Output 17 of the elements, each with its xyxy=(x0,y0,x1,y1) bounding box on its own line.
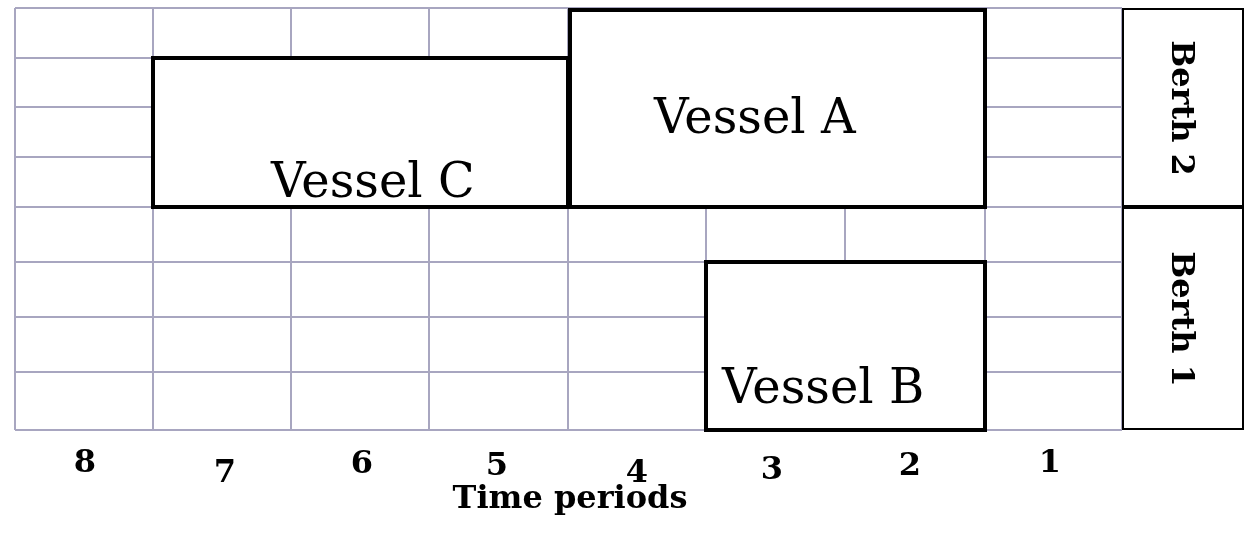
vessel-box xyxy=(151,56,570,209)
vessel-label: Vessel B xyxy=(722,360,925,413)
time-period-number: 1 xyxy=(1038,442,1062,480)
vessel-label: Vessel C xyxy=(271,154,475,207)
berth-box xyxy=(1122,8,1244,207)
vessel-label: Vessel A xyxy=(654,90,856,143)
time-period-number: 7 xyxy=(213,452,237,490)
time-period-number: 5 xyxy=(485,445,509,483)
berth-label: Berth 2 xyxy=(1164,39,1202,176)
berth-box xyxy=(1122,207,1244,430)
time-period-number: 3 xyxy=(760,449,784,487)
time-period-number: 8 xyxy=(73,442,97,480)
time-period-number: 2 xyxy=(898,445,922,483)
vessel-box xyxy=(704,260,987,432)
time-period-number: 6 xyxy=(350,443,374,481)
berth-label: Berth 1 xyxy=(1164,250,1202,387)
vessel-box xyxy=(568,8,987,209)
